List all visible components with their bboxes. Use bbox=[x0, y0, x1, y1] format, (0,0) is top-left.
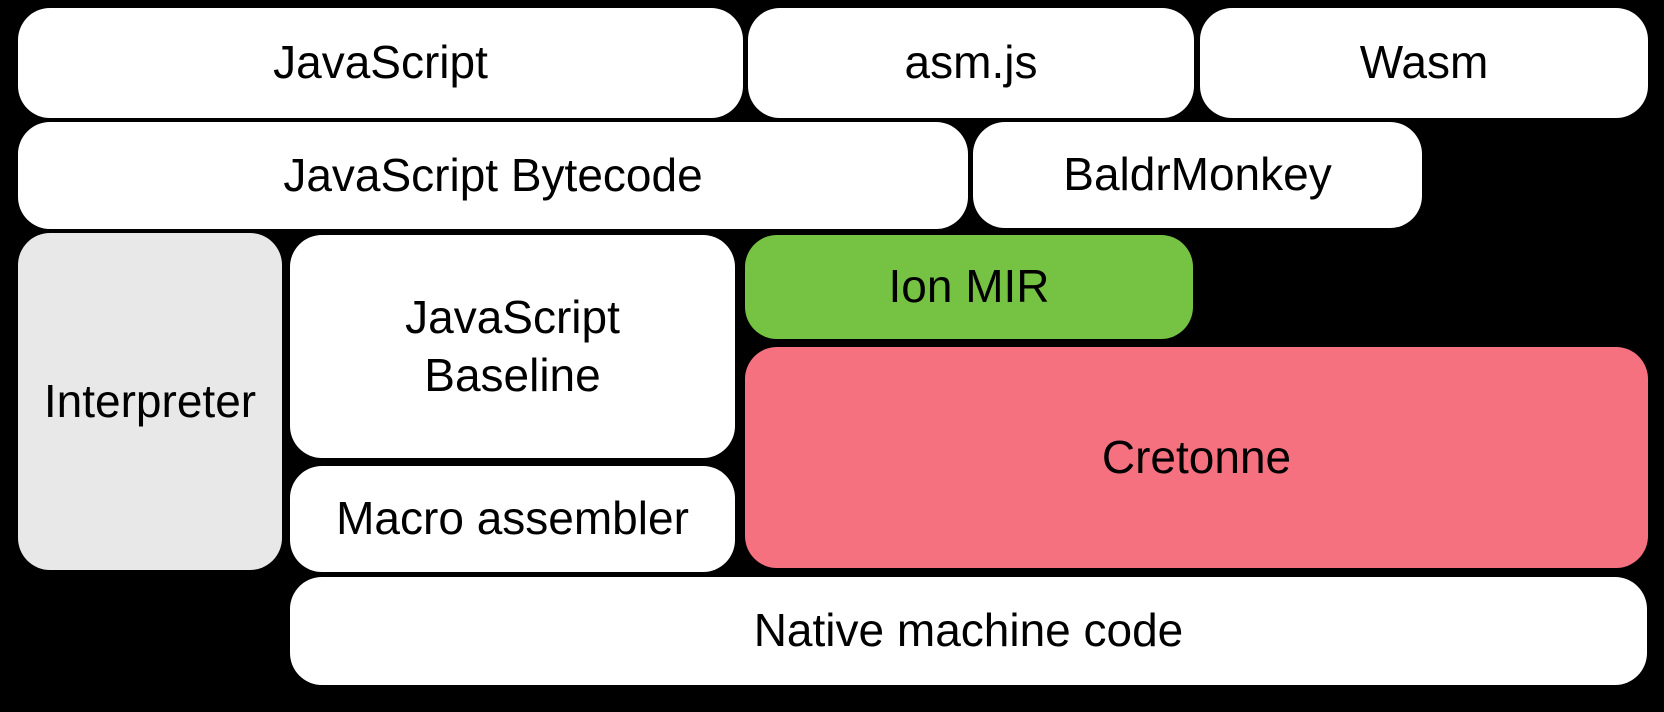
box-javascript: JavaScript bbox=[18, 8, 743, 118]
box-wasm-label: Wasm bbox=[1359, 36, 1489, 89]
box-javascript-bytecode-label: JavaScript Bytecode bbox=[283, 148, 703, 201]
box-javascript-baseline-label: JavaScript Baseline bbox=[405, 291, 620, 401]
box-javascript-baseline: JavaScript Baseline bbox=[290, 235, 735, 458]
box-cretonne: Cretonne bbox=[745, 347, 1648, 568]
box-ion-mir: Ion MIR bbox=[745, 235, 1193, 339]
box-javascript-label: JavaScript bbox=[273, 36, 488, 89]
box-macro-assembler-label: Macro assembler bbox=[336, 492, 689, 545]
box-interpreter: Interpreter bbox=[18, 233, 282, 570]
box-interpreter-label: Interpreter bbox=[43, 374, 257, 427]
box-javascript-bytecode: JavaScript Bytecode bbox=[18, 122, 968, 229]
box-baldrmonkey-label: BaldrMonkey bbox=[1063, 148, 1332, 201]
box-cretonne-label: Cretonne bbox=[1101, 430, 1292, 483]
box-asmjs: asm.js bbox=[748, 8, 1194, 118]
box-ion-mir-label: Ion MIR bbox=[888, 260, 1050, 313]
box-macro-assembler: Macro assembler bbox=[290, 466, 735, 572]
box-baldrmonkey: BaldrMonkey bbox=[973, 122, 1422, 228]
box-native-machine-code: Native machine code bbox=[290, 577, 1647, 685]
box-asmjs-label: asm.js bbox=[904, 36, 1038, 89]
box-wasm: Wasm bbox=[1200, 8, 1648, 118]
box-native-machine-code-label: Native machine code bbox=[753, 604, 1184, 657]
